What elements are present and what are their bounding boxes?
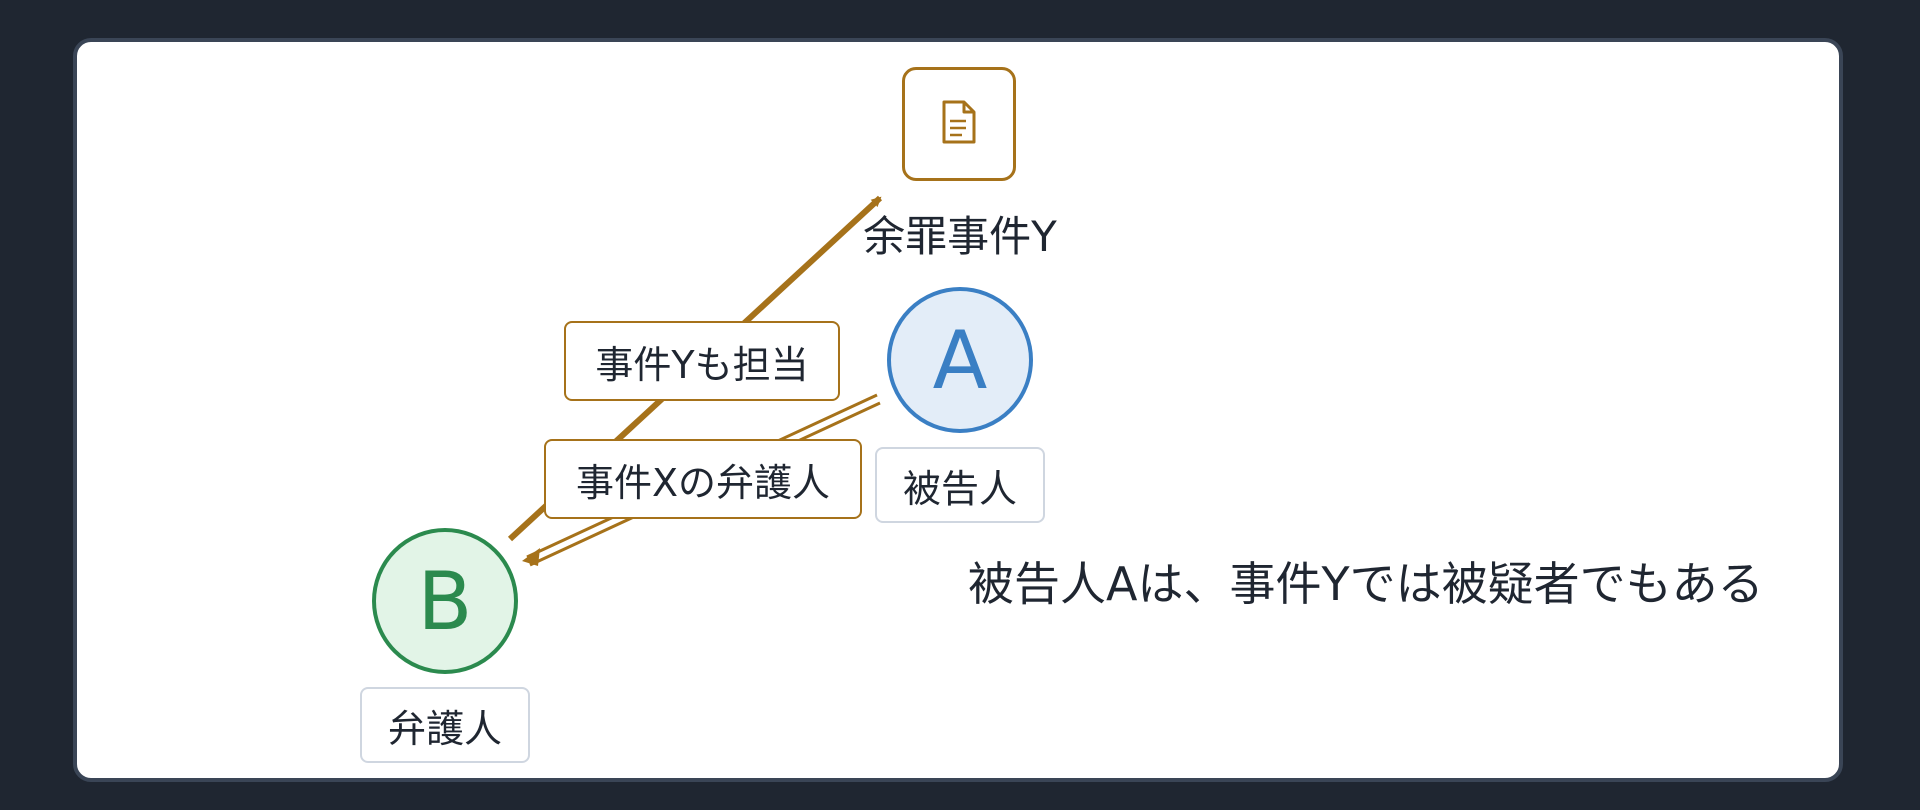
node-b[interactable]: B <box>372 528 518 674</box>
annotation-note: 被告人Aは、事件Yでは被疑者でもある <box>968 557 1764 611</box>
node-b-role-tag: 弁護人 <box>360 687 530 763</box>
edge-label-b-to-case-y: 事件Yも担当 <box>564 321 840 401</box>
node-a-role-tag: 被告人 <box>875 447 1045 523</box>
node-a[interactable]: A <box>887 287 1033 433</box>
edge-label-a-to-b: 事件Xの弁護人 <box>544 439 862 519</box>
case-y-label: 余罪事件Y <box>863 212 1057 261</box>
node-b-letter: B <box>417 554 473 648</box>
node-a-letter: A <box>932 313 988 407</box>
case-y-node[interactable] <box>902 67 1016 181</box>
document-icon <box>939 99 979 149</box>
